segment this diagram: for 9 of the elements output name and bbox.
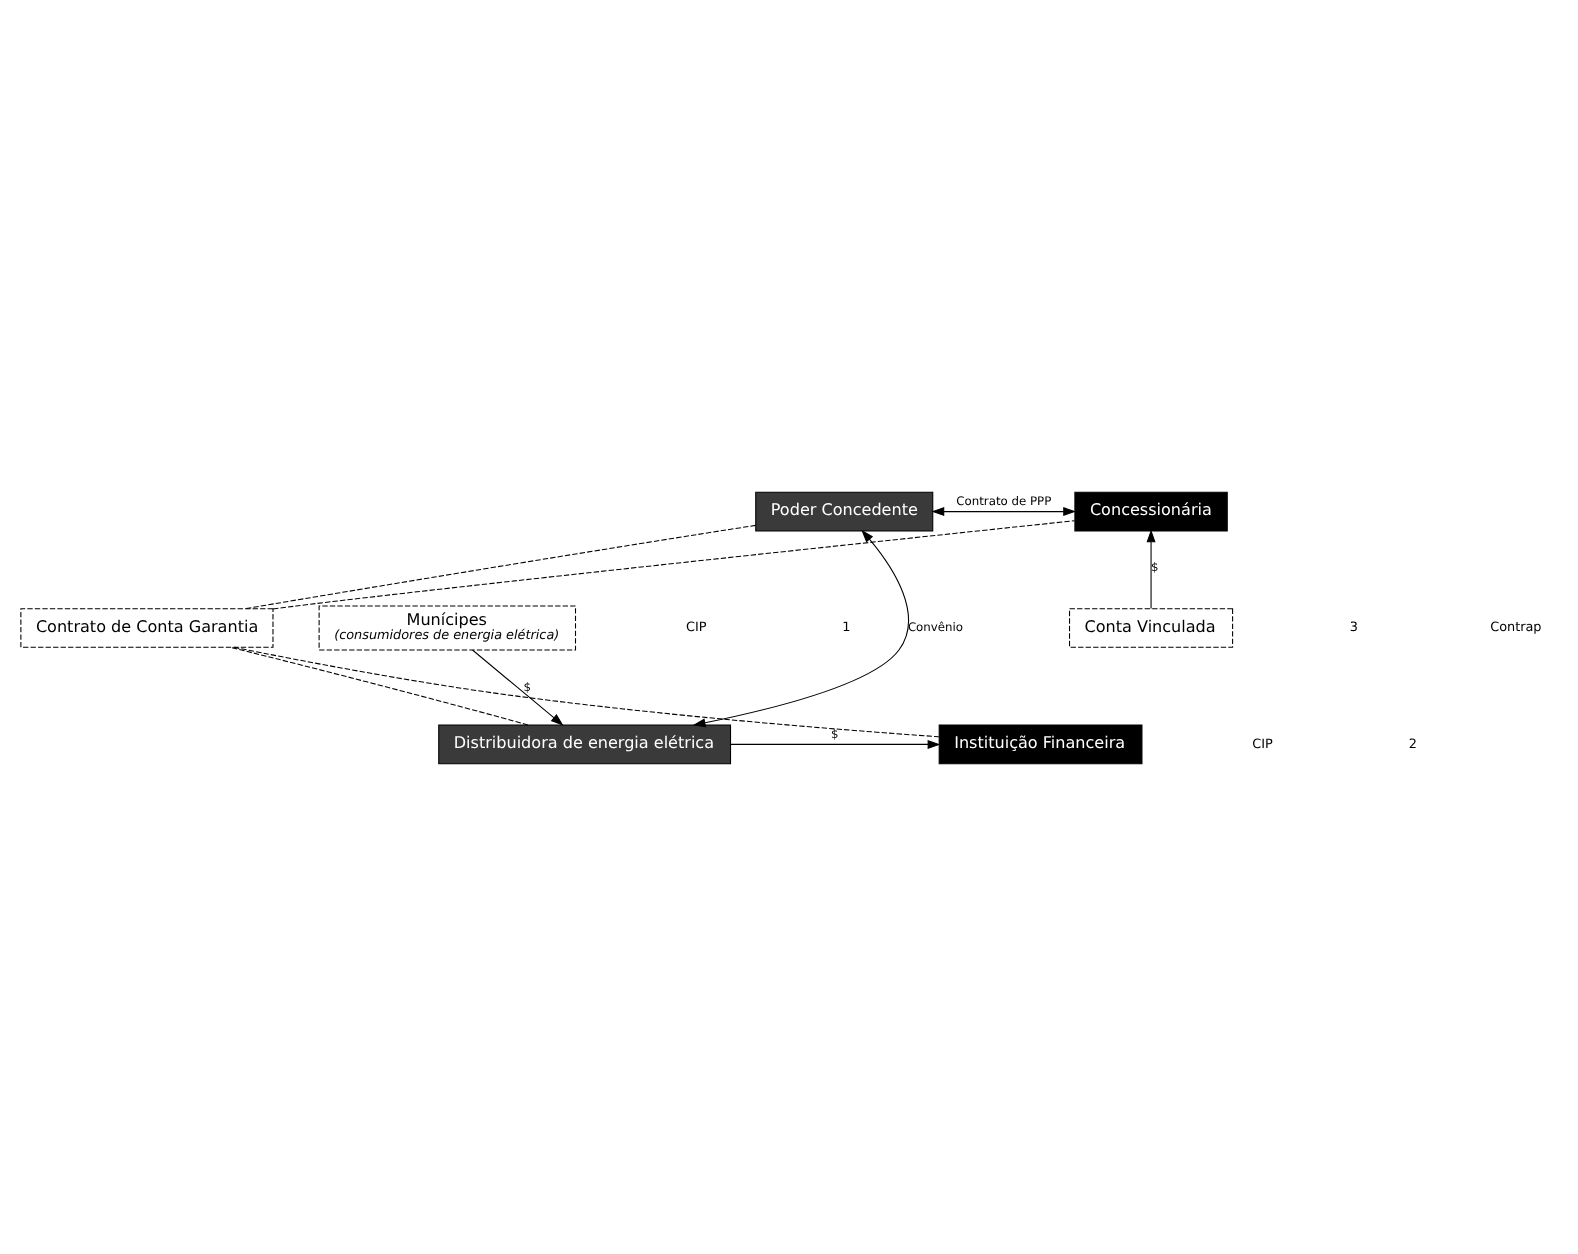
arrow — [692, 528, 910, 727]
arrow — [931, 506, 1077, 516]
arrow — [471, 648, 564, 725]
connector — [245, 523, 757, 609]
connector — [272, 519, 1076, 609]
connector — [233, 645, 940, 737]
connector — [230, 645, 529, 725]
arrow — [730, 738, 941, 748]
arrow — [1146, 528, 1156, 609]
